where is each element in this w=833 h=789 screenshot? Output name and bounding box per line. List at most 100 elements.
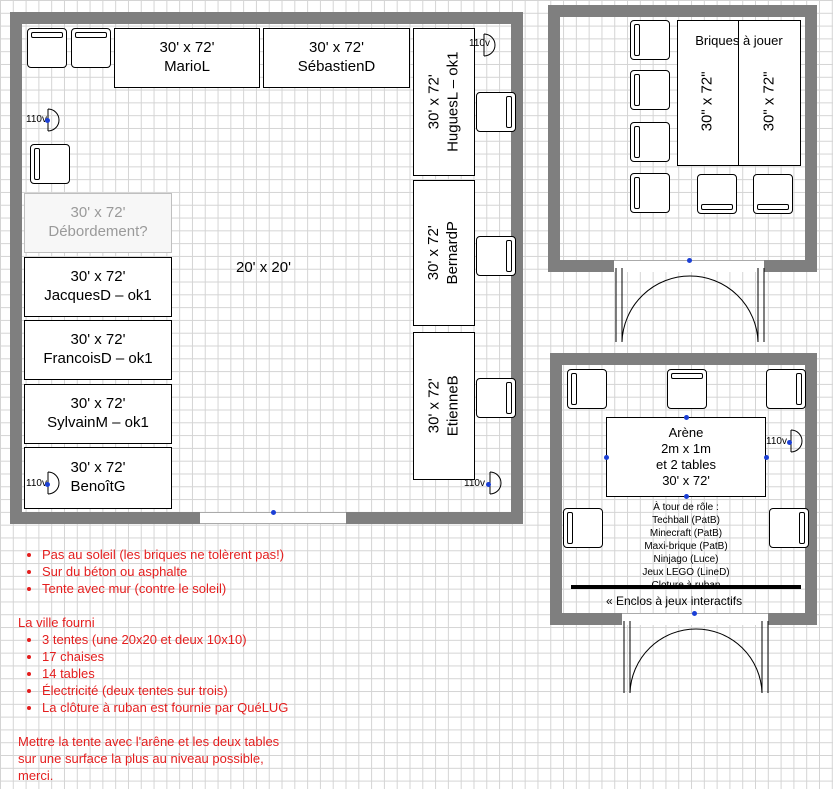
- table-size: 30' x 72': [159, 39, 215, 57]
- table-francoisd: 30' x 72' FrancoisD – ok1: [24, 320, 172, 380]
- arena-marker: [684, 494, 689, 499]
- chair: [630, 20, 670, 60]
- brick-tent-wall-left: [548, 5, 560, 272]
- chair: [30, 144, 70, 184]
- arena-tent-wall-bottom-left: [550, 613, 622, 625]
- table-size: 30' x 72': [309, 39, 364, 57]
- outlet-icon: [790, 429, 803, 453]
- table-assignee: FrancoisD – ok1: [43, 350, 153, 367]
- table-assignee: BenoîtG: [70, 478, 126, 495]
- main-tent-wall-bottom-right: [346, 512, 523, 524]
- table-label: 30' x 72' HuguesL – ok1: [425, 52, 463, 152]
- table-size: 30' x 72': [70, 395, 126, 413]
- table-assignee: BernardP: [444, 221, 461, 285]
- table-benoitg: 30' x 72' BenoîtG: [24, 447, 172, 509]
- city-item: 14 tables: [42, 665, 338, 682]
- arena-line: et 2 tables: [656, 457, 716, 472]
- table-jacquesd: 30' x 72' JacquesD – ok1: [24, 257, 172, 317]
- table-size: 30' x 72': [70, 204, 126, 222]
- city-item: Électricité (deux tentes sur trois): [42, 682, 338, 699]
- chair: [27, 28, 67, 68]
- chair: [476, 378, 516, 418]
- brick-tent-wall-right: [805, 5, 817, 272]
- table-assignee: MarioL: [164, 58, 210, 75]
- chair: [630, 70, 670, 110]
- main-tent-size-label: 20' x 20': [236, 259, 291, 276]
- table-size: 30' x 72': [425, 225, 443, 281]
- activity-item: Minecraft (PatB): [649, 528, 723, 539]
- outlet-marker: [486, 482, 491, 487]
- table-assignee: JacquesD – ok1: [44, 287, 152, 304]
- chair: [769, 508, 809, 548]
- table-overflow: 30' x 72' Débordement?: [24, 193, 172, 253]
- table-label: 30' x 72' BernardP: [425, 221, 463, 284]
- chair: [71, 28, 111, 68]
- entrance-marker: [271, 510, 276, 515]
- table-assignee: Débordement?: [48, 223, 148, 240]
- outlet-icon: [483, 33, 496, 57]
- table-assignee: SébastienD: [297, 58, 376, 75]
- notes-panel: Pas au soleil (les briques ne tolèrent p…: [18, 546, 338, 784]
- arena-line: 30' x 72': [662, 473, 710, 488]
- arena-marker: [604, 455, 609, 460]
- outlet-label: 110v: [464, 478, 485, 489]
- outlet-label: 110v: [26, 114, 47, 125]
- closing-note: Mettre la tente avec l'arêne et les deux…: [18, 733, 338, 784]
- table-size: 30' x 72': [70, 331, 126, 349]
- activity-item: À tour de rôle :: [653, 502, 719, 513]
- main-tent-wall-left: [10, 12, 22, 524]
- main-tent-wall-top: [10, 12, 523, 24]
- table-size: 30' x 72': [70, 268, 126, 286]
- table-size: 30' x 72': [70, 459, 126, 477]
- chair: [476, 92, 516, 132]
- outlet-icon: [489, 471, 502, 495]
- closing-line: sur une surface la plus au niveau possib…: [18, 751, 264, 766]
- brick-play-area: Briques à jouer: [677, 20, 801, 166]
- chair: [753, 174, 793, 214]
- entrance-marker: [692, 611, 697, 616]
- arena-tent-wall-top: [550, 353, 817, 365]
- double-door-icon: [623, 621, 769, 694]
- closing-line: Mettre la tente avec l'arêne et les deux…: [18, 734, 280, 749]
- table-assignee: HuguesL – ok1: [444, 51, 462, 153]
- chair: [630, 173, 670, 213]
- city-provides-list: 3 tentes (une 20x20 et deux 10x10) 17 ch…: [18, 631, 338, 716]
- requirement-item: Pas au soleil (les briques ne tolèrent p…: [42, 546, 338, 563]
- brick-tent-wall-top: [548, 5, 817, 17]
- table-size: 30" x 72": [760, 71, 778, 131]
- table-mariol: 30' x 72' MarioL: [114, 28, 260, 88]
- outlet-label: 110v: [26, 478, 47, 489]
- table-sylvainm: 30' x 72' SylvainM – ok1: [24, 384, 172, 444]
- table-size: 30' x 72': [425, 378, 443, 434]
- requirement-item: Sur du béton ou asphalte: [42, 563, 338, 580]
- chair: [697, 174, 737, 214]
- activity-item: Techball (PatB): [652, 515, 720, 526]
- city-item: La clôture à ruban est fournie par QuéLU…: [42, 699, 338, 716]
- outlet-label: 110v: [469, 38, 490, 49]
- brick-table-right: 30" x 72": [739, 20, 801, 166]
- activity-item: Ninjago (Luce): [653, 554, 719, 565]
- arena-tent-wall-bottom-right: [768, 613, 817, 625]
- table-etienneb: 30' x 72' EtienneB: [413, 332, 475, 480]
- activity-item: Maxi-brique (PatB): [644, 541, 728, 552]
- chair: [766, 369, 806, 409]
- city-heading: La ville fourni: [18, 615, 95, 630]
- table-label: 30' x 72' EtienneB: [425, 376, 463, 437]
- outlet-marker: [45, 118, 50, 123]
- main-tent-wall-bottom-left: [10, 512, 200, 524]
- arena-line: Arène: [668, 425, 704, 440]
- outlet-label: 110v: [766, 436, 787, 447]
- chair: [567, 369, 607, 409]
- outlet-marker: [45, 482, 50, 487]
- table-assignee: EtienneB: [444, 375, 462, 437]
- ribbon-fence: [571, 585, 801, 589]
- brick-tent-wall-bottom-left: [548, 260, 614, 272]
- activity-item: Jeux LEGO (LineD): [642, 567, 730, 578]
- activity-list: À tour de rôle : Techball (PatB) Minecra…: [606, 501, 766, 592]
- brick-table-left: 30" x 72": [677, 20, 739, 166]
- arena-table: Arène 2m x 1m et 2 tables 30' x 72': [606, 417, 766, 497]
- city-item: 17 chaises: [42, 648, 338, 665]
- table-assignee: SylvainM – ok1: [47, 414, 149, 431]
- outlet-marker: [787, 440, 792, 445]
- chair: [563, 508, 603, 548]
